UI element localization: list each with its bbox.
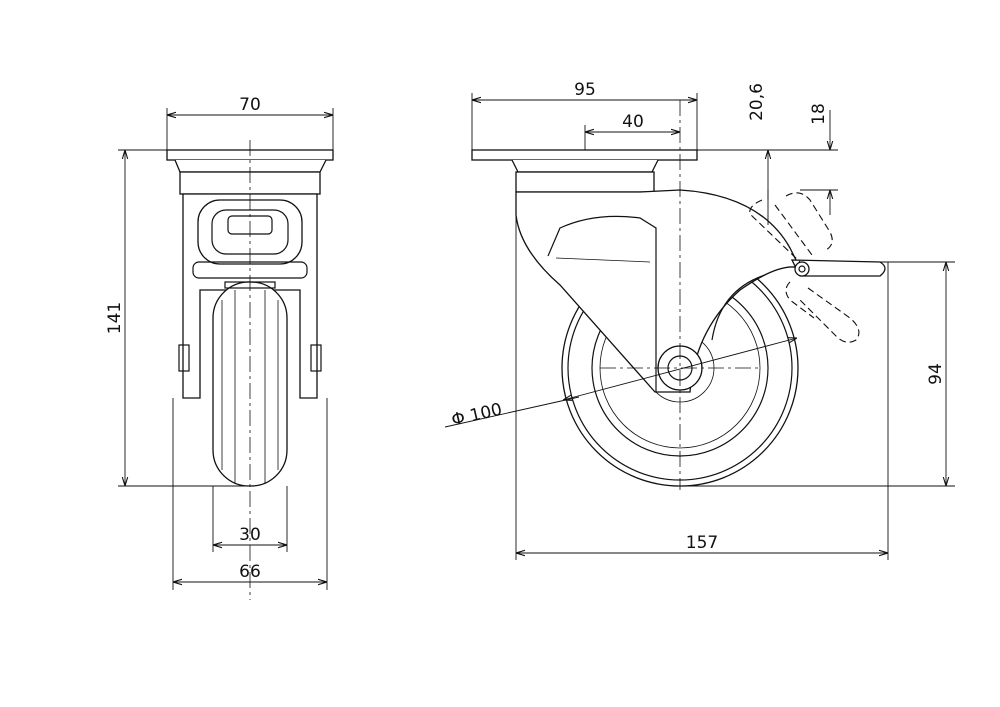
front-axle-nut-right xyxy=(310,344,322,372)
dim-30: 30 xyxy=(239,525,261,545)
side-brake-pivot xyxy=(794,261,810,277)
side-dimensions: 95 40 20,6 18 Φ 100 94 157 xyxy=(444,80,955,560)
dim-40: 40 xyxy=(622,112,644,132)
dim-94: 94 xyxy=(926,363,946,385)
brake-alt-position-down xyxy=(799,287,860,343)
dim-diameter-100: Φ 100 xyxy=(450,400,504,431)
side-plate-bevel xyxy=(511,159,659,173)
front-plate-bevel xyxy=(174,159,327,173)
front-axle-nut-left xyxy=(178,344,190,372)
dim-66: 66 xyxy=(239,562,261,582)
brake-alt-position-up xyxy=(749,199,801,263)
front-dimensions: 70 141 30 66 xyxy=(105,95,334,590)
dim-20-6: 20,6 xyxy=(747,83,767,121)
side-top-plate xyxy=(471,149,698,161)
side-swivel-head xyxy=(515,171,655,193)
side-view xyxy=(471,100,886,490)
front-view xyxy=(166,140,334,600)
dim-95: 95 xyxy=(574,80,596,100)
dim-141: 141 xyxy=(105,302,125,334)
dim-157: 157 xyxy=(686,533,718,553)
dim-18: 18 xyxy=(809,103,829,125)
dim-70: 70 xyxy=(239,95,261,115)
